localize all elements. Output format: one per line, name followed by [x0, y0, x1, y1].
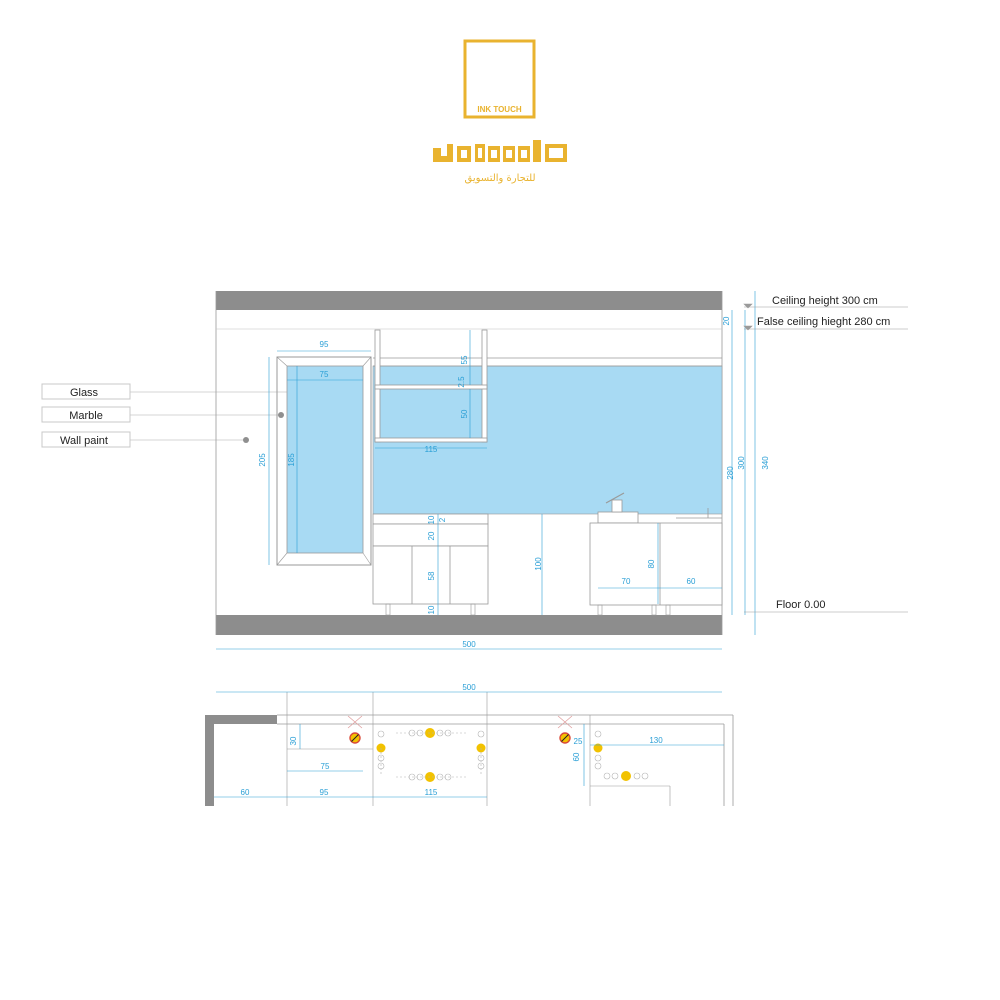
hanging-shelf [374, 329, 488, 443]
dim-mirror-width: 95 [320, 340, 329, 349]
legend-item-glass: Glass [41, 383, 313, 400]
ceiling-slab [216, 291, 722, 310]
false-ceiling-height-label: False ceiling hieght 280 cm [757, 316, 890, 328]
logo-arabic-tagline: للتجارة والتسويق [464, 173, 535, 184]
faucet [611, 499, 623, 513]
dim-false-ceiling: 280 [726, 466, 735, 480]
dim-vanity-top: 10 [427, 515, 436, 524]
right-vanity [589, 492, 723, 616]
dim-right-bay: 60 [687, 577, 696, 586]
dim-right-cabinet: 80 [647, 559, 656, 568]
dim-shelf-top: 55 [460, 355, 469, 364]
dim-ceiling-gap: 20 [722, 316, 731, 325]
dim-plinth: 10 [427, 605, 436, 614]
dim-counter-height: 100 [534, 557, 543, 571]
light-fixtures-lit [376, 728, 631, 782]
legend-item-marble: Marble [41, 406, 284, 423]
dim-left-bay: 70 [622, 577, 631, 586]
legend-label: Glass [70, 387, 99, 399]
plan-dim-vanity: 115 [425, 788, 438, 797]
dim-ceiling: 300 [737, 456, 746, 470]
elevation-dimension-lines [216, 291, 756, 650]
ceiling-height-label: Ceiling height 300 cm [772, 295, 878, 307]
dim-glass-width: 75 [320, 370, 329, 379]
dim-drawer: 20 [427, 531, 436, 540]
floor-slab [216, 615, 722, 635]
dim-shelf-gap: 50 [460, 409, 469, 418]
wall-mirror [276, 356, 372, 566]
plan-dim-glass-width: 75 [321, 762, 330, 771]
dim-vanity-top2: 2 [438, 517, 447, 522]
floor-plan: 500 30 75 60 95 115 60 25 130 [205, 683, 734, 806]
light-fixtures [377, 729, 649, 781]
left-vanity [372, 513, 489, 616]
dim-glass-height: 185 [287, 453, 296, 467]
plan-dim-counter-right: 130 [649, 736, 663, 745]
plan-wall-top-left [205, 715, 277, 724]
plan-dim-depth-right: 60 [572, 752, 581, 761]
legend-label: Wall paint [60, 435, 108, 447]
dim-door: 58 [427, 571, 436, 580]
floor-level-label: Floor 0.00 [776, 599, 826, 611]
plan-dim-total-width: 500 [462, 683, 476, 692]
logo-arabic-wordmark [433, 140, 567, 162]
company-logo: INK TOUCH للتجارة والتسويق [433, 39, 567, 184]
dim-mirror-height: 205 [258, 453, 267, 467]
dim-shelf-thickness: 2.5 [457, 376, 466, 388]
logo-frame [463, 39, 536, 119]
front-elevation: 95 75 205 185 55 2.5 50 115 10 2 20 58 1… [215, 291, 908, 650]
prohibited-icon [349, 732, 361, 744]
mirror-glass [286, 365, 364, 554]
legend-label: Marble [69, 410, 103, 422]
legend-item-wall-paint: Wall paint [41, 431, 249, 448]
material-legend: Glass Marble Wall paint [41, 383, 313, 448]
dim-shelf-width: 115 [425, 445, 438, 454]
prohibited-icon [559, 732, 571, 744]
logo-box-text: INK TOUCH [477, 105, 522, 114]
plan-dimension-lines [214, 691, 724, 798]
plan-wall-left [205, 715, 214, 806]
plan-dim-mirror: 95 [320, 788, 329, 797]
plan-dim-wall: 60 [241, 788, 250, 797]
dim-total-height: 340 [761, 456, 770, 470]
plan-dim-depth-left: 30 [289, 736, 298, 745]
plan-dim-offset: 25 [574, 737, 583, 746]
level-markers [743, 303, 908, 613]
dim-total-width: 500 [462, 640, 476, 649]
